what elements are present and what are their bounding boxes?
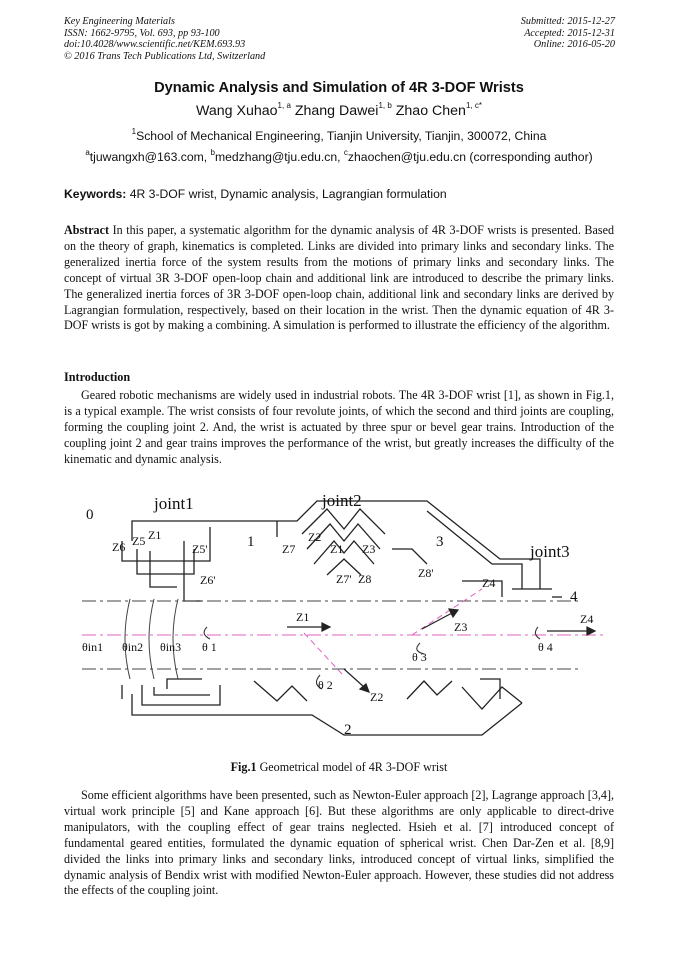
axis-label: Z8 xyxy=(358,572,371,586)
doi: doi:10.4028/www.scientific.net/KEM.693.9… xyxy=(64,39,246,51)
keywords-label: Keywords: xyxy=(64,187,127,201)
link-label: 2 xyxy=(344,722,352,738)
angle-label: θin1 xyxy=(82,640,103,654)
angle-label: θ 1 xyxy=(202,640,217,654)
emails: atjuwangxh@163.com, bmedzhang@tju.edu.cn… xyxy=(0,147,678,164)
angle-label: θin3 xyxy=(160,640,181,654)
axis-label: Z5' xyxy=(192,542,208,556)
angle-label: θ 2 xyxy=(318,678,333,692)
figure-caption: Fig.1 Geometrical model of 4R 3-DOF wris… xyxy=(0,760,678,775)
figure-1: 0 joint1 joint2 joint3 1 3 4 2 Z6 Z5 Z1 … xyxy=(82,489,606,751)
abstract: Abstract In this paper, a systematic alg… xyxy=(64,223,614,334)
intro-paragraph-2: Some efficient algorithms have been pres… xyxy=(64,788,614,899)
caption-label: Fig.1 xyxy=(230,760,257,774)
author-sup: 1, c* xyxy=(465,101,482,111)
axis-label: Z8' xyxy=(418,566,434,580)
email-a: tjuwangxh@163.com, xyxy=(89,150,211,164)
paper-title: Dynamic Analysis and Simulation of 4R 3-… xyxy=(154,80,524,96)
copyright: © 2016 Trans Tech Publications Ltd, Swit… xyxy=(64,50,266,62)
link-label: 1 xyxy=(247,534,255,550)
author-sup: 1, b xyxy=(378,101,392,111)
author-name: Zhang Dawei xyxy=(294,103,379,119)
axis-label: Z4 xyxy=(482,576,495,590)
email-c: zhaochen@tju.edu.cn (corresponding autho… xyxy=(347,150,593,164)
axis-label: Z2 xyxy=(370,690,383,704)
affiliation: 1School of Mechanical Engineering, Tianj… xyxy=(0,126,678,143)
affiliation-text: School of Mechanical Engineering, Tianji… xyxy=(136,129,547,143)
link-label: 0 xyxy=(86,507,94,523)
axis-label: Z3 xyxy=(454,620,467,634)
axis-label: Z7 xyxy=(282,542,295,556)
paragraph-text: Some efficient algorithms have been pres… xyxy=(64,788,614,898)
joint-label: joint1 xyxy=(153,494,194,513)
authors: Wang Xuhao1, a Zhang Dawei1, b Zhao Chen… xyxy=(0,101,678,119)
axis-label: Z1 xyxy=(330,542,343,556)
keywords-text: 4R 3-DOF wrist, Dynamic analysis, Lagran… xyxy=(126,187,447,201)
intro-paragraph-1: Geared robotic mechanisms are widely use… xyxy=(64,388,614,468)
author-name: Zhao Chen xyxy=(395,103,466,119)
submitted-date: Submitted: 2015-12-27 xyxy=(520,16,615,27)
link-label: 3 xyxy=(436,534,444,550)
axis-label: Z2 xyxy=(308,530,321,544)
email-sup: c xyxy=(343,147,348,157)
dates-header: Submitted: 2015-12-27 Accepted: 2015-12-… xyxy=(521,16,615,51)
email-sup: b xyxy=(210,147,215,157)
keywords: Keywords: 4R 3-DOF wrist, Dynamic analys… xyxy=(64,187,624,201)
journal-name: Key Engineering Materials xyxy=(64,16,175,27)
abstract-text: In this paper, a systematic algorithm fo… xyxy=(64,223,614,333)
email-sup: a xyxy=(85,147,90,157)
joint-label: joint3 xyxy=(529,542,570,561)
author-sup: 1, a xyxy=(277,101,291,111)
axis-label: Z5 xyxy=(132,534,145,548)
axis-label: Z6 xyxy=(112,540,125,554)
issn: ISSN: 1662-9795, Vol. 693, pp 93-100 xyxy=(64,27,220,39)
axis-label: Z1 xyxy=(296,610,309,624)
caption-text: Geometrical model of 4R 3-DOF wrist xyxy=(256,760,448,774)
joint-label: joint2 xyxy=(321,491,362,510)
journal-header: Key Engineering Materials ISSN: 1662-979… xyxy=(64,16,265,62)
axis-label: Z4 xyxy=(580,612,593,626)
online-date: Online: 2016-05-20 xyxy=(533,39,615,51)
axis-label: Z6' xyxy=(200,573,216,587)
axis-label: Z3 xyxy=(362,542,375,556)
section-heading: Introduction xyxy=(64,370,131,384)
angle-label: θin2 xyxy=(122,640,143,654)
email-b: medzhang@tju.edu.cn, xyxy=(215,150,344,164)
angle-label: θ 3 xyxy=(412,650,427,664)
abstract-label: Abstract xyxy=(64,223,110,237)
affiliation-sup: 1 xyxy=(131,126,137,136)
angle-label: θ 4 xyxy=(538,640,553,654)
author-name: Wang Xuhao xyxy=(196,103,278,119)
link-label: 4 xyxy=(570,589,578,605)
wrist-diagram: 0 joint1 joint2 joint3 1 3 4 2 Z6 Z5 Z1 … xyxy=(82,491,606,738)
accepted-date: Accepted: 2015-12-31 xyxy=(524,27,615,39)
axis-label: Z7' xyxy=(336,572,352,586)
paragraph-text: Geared robotic mechanisms are widely use… xyxy=(64,388,614,466)
axis-label: Z1 xyxy=(148,528,161,542)
